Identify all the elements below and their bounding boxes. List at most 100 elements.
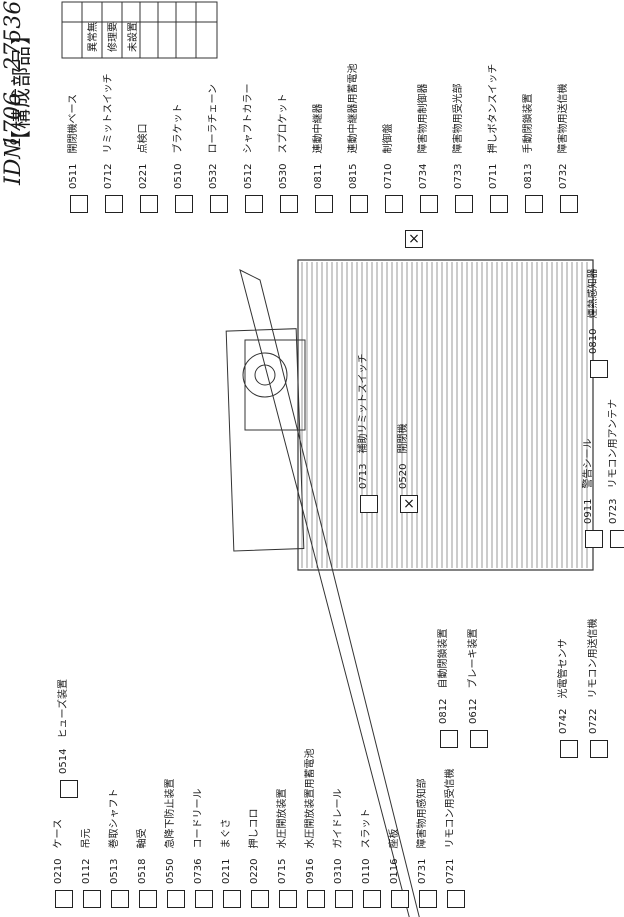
part-label: 0520 開閉機: [398, 424, 409, 489]
part-name: 手動閉鎖装置: [523, 93, 534, 164]
part-label: 0220 押しコロ: [249, 809, 260, 884]
check-box[interactable]: [560, 740, 578, 758]
part-name: 障害物用制御器: [418, 83, 429, 164]
check-box[interactable]: [490, 195, 508, 213]
check-box[interactable]: ×: [400, 495, 418, 513]
part-label: 0715 水圧開放装置: [277, 789, 288, 884]
part-code: 0812: [438, 698, 449, 724]
part-name: 警告シール: [583, 438, 594, 499]
check-box[interactable]: [420, 195, 438, 213]
check-box[interactable]: [335, 890, 353, 908]
part-code: 0710: [383, 163, 394, 189]
part-label: 0734 障害物用制御器: [418, 84, 429, 189]
check-box[interactable]: [455, 195, 473, 213]
part-code: 0512: [243, 163, 254, 189]
part-label: 0221 点検口: [138, 124, 149, 189]
part-name: スプロケット: [278, 93, 289, 164]
part-code: 0530: [278, 163, 289, 189]
part-label: 0532 ローラチェーン: [208, 84, 219, 189]
part-label: 0210 ケース: [53, 819, 64, 884]
check-box[interactable]: [167, 890, 185, 908]
part-code: 0514: [58, 748, 69, 774]
check-box[interactable]: [139, 890, 157, 908]
check-box[interactable]: [385, 195, 403, 213]
part-label: 0916 水圧開放装置用蓄電池: [305, 749, 316, 884]
part-name: コードリール: [193, 788, 204, 859]
check-box[interactable]: ×: [405, 230, 423, 248]
check-box[interactable]: [60, 780, 78, 798]
check-box[interactable]: [55, 890, 73, 908]
part-label: 0810 煙熱感知器: [588, 269, 599, 354]
part-code: 0815: [348, 163, 359, 189]
part-code: 0520: [398, 463, 409, 489]
part-label: 0732 障害物用送信機: [558, 84, 569, 189]
part-label: 0112 吊元: [81, 829, 92, 884]
check-box[interactable]: [585, 530, 603, 548]
check-box[interactable]: [210, 195, 228, 213]
part-label: 0721 リモコン用受信機: [445, 769, 456, 884]
part-label: 0742 光電管センサ: [558, 639, 569, 734]
check-box[interactable]: [251, 890, 269, 908]
part-name: 吊元: [81, 828, 92, 859]
check-box[interactable]: [470, 730, 488, 748]
check-box[interactable]: [610, 530, 624, 548]
part-name: まぐさ: [221, 818, 232, 859]
check-box[interactable]: [70, 195, 88, 213]
part-label: 0733 障害物用受光部: [453, 84, 464, 189]
check-box[interactable]: [223, 890, 241, 908]
part-name: ローラチェーン: [208, 84, 219, 164]
check-box[interactable]: [419, 890, 437, 908]
check-box[interactable]: [195, 890, 213, 908]
part-code: 0221: [138, 163, 149, 189]
part-label: 0310 ガイドレール: [333, 789, 344, 884]
part-name: 軸受: [137, 828, 148, 859]
check-box[interactable]: [140, 195, 158, 213]
check-box[interactable]: [307, 890, 325, 908]
part-code: 0550: [165, 858, 176, 884]
part-label: 0711 押しボタンスイッチ: [488, 64, 499, 189]
check-box[interactable]: [363, 890, 381, 908]
shutter-curtain: [297, 259, 594, 571]
part-name: 障害物用感知部: [417, 778, 428, 859]
part-label: 0514 ヒューズ装置: [58, 679, 69, 774]
part-name: [403, 214, 414, 224]
part-name: リモコン用受信機: [445, 768, 456, 859]
check-box[interactable]: [315, 195, 333, 213]
check-box[interactable]: [590, 740, 608, 758]
part-name: リモコン用送信機: [588, 618, 599, 709]
part-name: ケース: [53, 819, 64, 859]
part-label: 0513 巻取シャフト: [109, 789, 120, 884]
check-box[interactable]: [560, 195, 578, 213]
check-box[interactable]: [279, 890, 297, 908]
check-box[interactable]: [350, 195, 368, 213]
part-label: 0518 軸受: [137, 829, 148, 884]
part-name: 点検口: [138, 123, 149, 164]
part-name: シャフトカラー: [243, 83, 254, 164]
check-box[interactable]: [105, 195, 123, 213]
check-box[interactable]: [360, 495, 378, 513]
check-box[interactable]: [280, 195, 298, 213]
part-code: 0532: [208, 163, 219, 189]
check-box[interactable]: [391, 890, 409, 908]
check-box[interactable]: [525, 195, 543, 213]
part-name: 巻取シャフト: [109, 788, 120, 859]
check-box[interactable]: [83, 890, 101, 908]
part-code: 0721: [445, 858, 456, 884]
check-box[interactable]: [590, 360, 608, 378]
part-code: 0733: [453, 163, 464, 189]
part-code: 0713: [358, 463, 369, 489]
part-code: 0712: [103, 163, 114, 189]
part-label: 0510 ブラケット: [173, 104, 184, 189]
part-label: 0710 制御盤: [383, 124, 394, 189]
part-code: 0210: [53, 858, 64, 884]
part-label: 0722 リモコン用送信機: [588, 619, 599, 734]
part-code: 0723: [608, 498, 619, 524]
part-name: 制御盤: [383, 123, 394, 164]
check-box[interactable]: [175, 195, 193, 213]
part-code: 0810: [588, 328, 599, 354]
part-code: 0911: [583, 498, 594, 524]
check-box[interactable]: [440, 730, 458, 748]
check-box[interactable]: [447, 890, 465, 908]
check-box[interactable]: [245, 195, 263, 213]
check-box[interactable]: [111, 890, 129, 908]
